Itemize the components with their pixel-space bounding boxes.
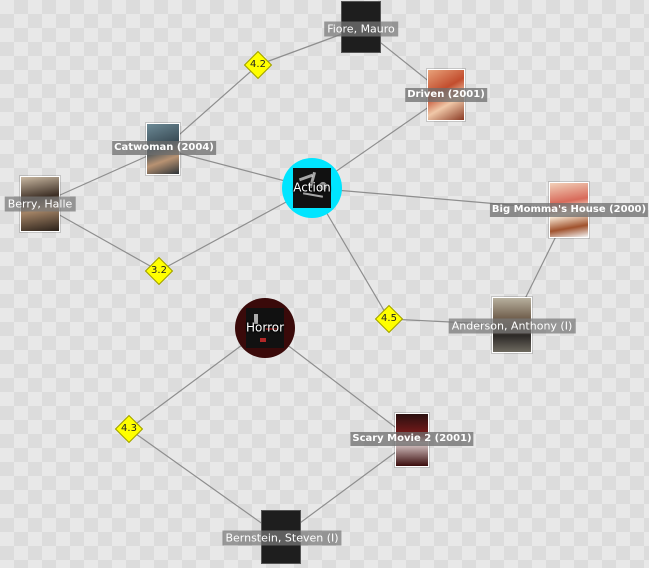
rating-value: 4.2 <box>250 59 266 70</box>
genre-label-action: Action <box>293 180 331 195</box>
genre-action-image <box>293 168 331 208</box>
movie-label-scary-movie-2: Scary Movie 2 (2001) <box>350 432 474 446</box>
genre-node-action[interactable] <box>282 158 342 218</box>
person-label-fiore: Fiore, Mauro <box>324 21 398 37</box>
rating-node-4-2[interactable]: 4.2 <box>243 50 273 80</box>
genre-label-horror: Horror <box>245 320 285 335</box>
rating-value: 3.2 <box>151 265 167 276</box>
rating-node-4-3[interactable]: 4.3 <box>114 414 144 444</box>
edge-scary-bernstein <box>280 439 413 538</box>
rating-node-3-2[interactable]: 3.2 <box>144 256 174 286</box>
movie-label-driven: Driven (2001) <box>405 88 487 102</box>
rating-node-4-5[interactable]: 4.5 <box>374 304 404 334</box>
person-label-anderson: Anderson, Anthony (I) <box>448 318 576 334</box>
rating-value: 4.3 <box>121 423 137 434</box>
rating-value: 4.5 <box>381 313 397 324</box>
edge-horror-scary <box>264 327 413 441</box>
edge-catwoman-berry <box>39 148 164 205</box>
movie-label-bigmomma: Big Momma's House (2000) <box>489 203 649 217</box>
person-label-bernstein: Bernstein, Steven (I) <box>222 530 342 546</box>
movie-label-catwoman: Catwoman (2004) <box>112 141 216 155</box>
edge-r43-bernstein <box>128 428 282 538</box>
person-label-berry: Berry, Halle <box>4 196 76 212</box>
genre-horror-image <box>246 308 284 348</box>
genre-node-horror[interactable] <box>235 298 295 358</box>
